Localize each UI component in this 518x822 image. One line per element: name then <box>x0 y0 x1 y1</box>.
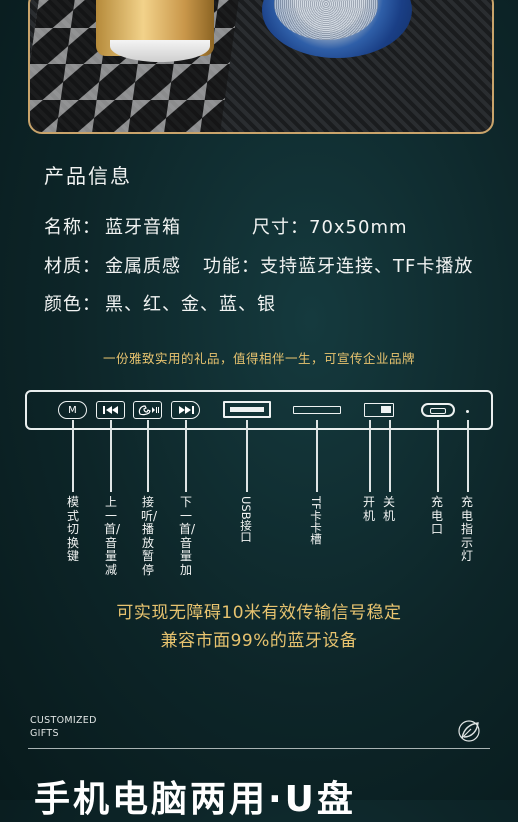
color-value: 黑、红、金、蓝、银 <box>105 294 276 315</box>
leader-line-next <box>185 420 187 492</box>
label-tf: TF卡卡槽 <box>309 496 323 545</box>
function-key: 功能： <box>203 256 260 277</box>
name-key: 名称： <box>44 217 101 238</box>
color-key: 颜色： <box>44 294 101 315</box>
size-key: 尺寸： <box>252 217 309 238</box>
usb-port-icon <box>223 401 271 418</box>
label-charge-led: 充电指示灯 <box>460 495 473 563</box>
headline: 手机电脑两用·U盘 <box>34 779 356 820</box>
function-value: 支持蓝牙连接、TF卡播放 <box>260 256 474 277</box>
leader-line-off <box>389 420 391 492</box>
bottom-divider <box>28 748 490 749</box>
name-value: 蓝牙音箱 <box>105 217 181 238</box>
function-group: 功能：支持蓝牙连接、TF卡播放 <box>203 252 473 278</box>
leader-line-call <box>147 420 149 492</box>
feature-line-2: 兼容市面99%的蓝牙设备 <box>160 631 358 651</box>
section-title: 产品信息 <box>44 164 132 188</box>
info-row-color: 颜色：黑、红、金、蓝、银 <box>44 290 276 316</box>
leader-line-on <box>369 420 371 492</box>
leader-line-mode <box>72 420 74 492</box>
feature-line-1: 可实现无障碍10米有效传输信号稳定 <box>116 603 402 623</box>
leader-line-charge-port <box>437 420 439 492</box>
leader-line-tf <box>316 420 318 492</box>
product-photo <box>28 0 494 134</box>
brand-line-1: CUSTOMIZED <box>30 715 97 726</box>
label-call: 接听/播放暂停 <box>141 495 158 577</box>
label-usb: USB接口 <box>239 496 253 543</box>
label-mode: 模式切换键 <box>66 495 79 563</box>
label-on: 开机 <box>362 495 375 523</box>
leader-line-prev <box>110 420 112 492</box>
label-charge-port: 充电口 <box>430 495 443 536</box>
material-key: 材质： <box>44 256 101 277</box>
brand-text: CUSTOMIZED GIFTS <box>30 714 97 740</box>
mode-button: M <box>58 401 87 419</box>
charge-port-icon <box>421 403 455 417</box>
info-row-name-size: 名称：蓝牙音箱 尺寸：70x50mm <box>44 213 407 239</box>
control-panel <box>25 390 493 430</box>
label-next: 下一首/音量加 <box>179 495 196 577</box>
next-track-icon <box>171 401 200 419</box>
leaf-icon <box>458 720 480 742</box>
material-value: 金属质感 <box>105 256 181 277</box>
tf-slot-icon <box>293 406 341 414</box>
label-off: 关机 <box>382 495 395 523</box>
leader-line-charge-led <box>467 420 469 492</box>
label-prev: 上一首/音量减 <box>104 495 121 577</box>
brand-line-2: GIFTS <box>30 728 59 739</box>
leader-line-usb <box>246 420 248 492</box>
gold-speaker-base <box>110 40 210 62</box>
info-row-material-function: 材质：金属质感 功能：支持蓝牙连接、TF卡播放 <box>44 252 472 278</box>
power-switch-icon <box>364 403 394 417</box>
slogan: 一份雅致实用的礼品，值得相伴一生，可宣传企业品牌 <box>102 351 415 366</box>
size-value: 70x50mm <box>309 217 408 238</box>
phone-play-pause-icon <box>133 401 162 419</box>
size-group: 尺寸：70x50mm <box>252 213 408 239</box>
charge-led-icon <box>466 410 469 413</box>
prev-track-icon <box>96 401 125 419</box>
